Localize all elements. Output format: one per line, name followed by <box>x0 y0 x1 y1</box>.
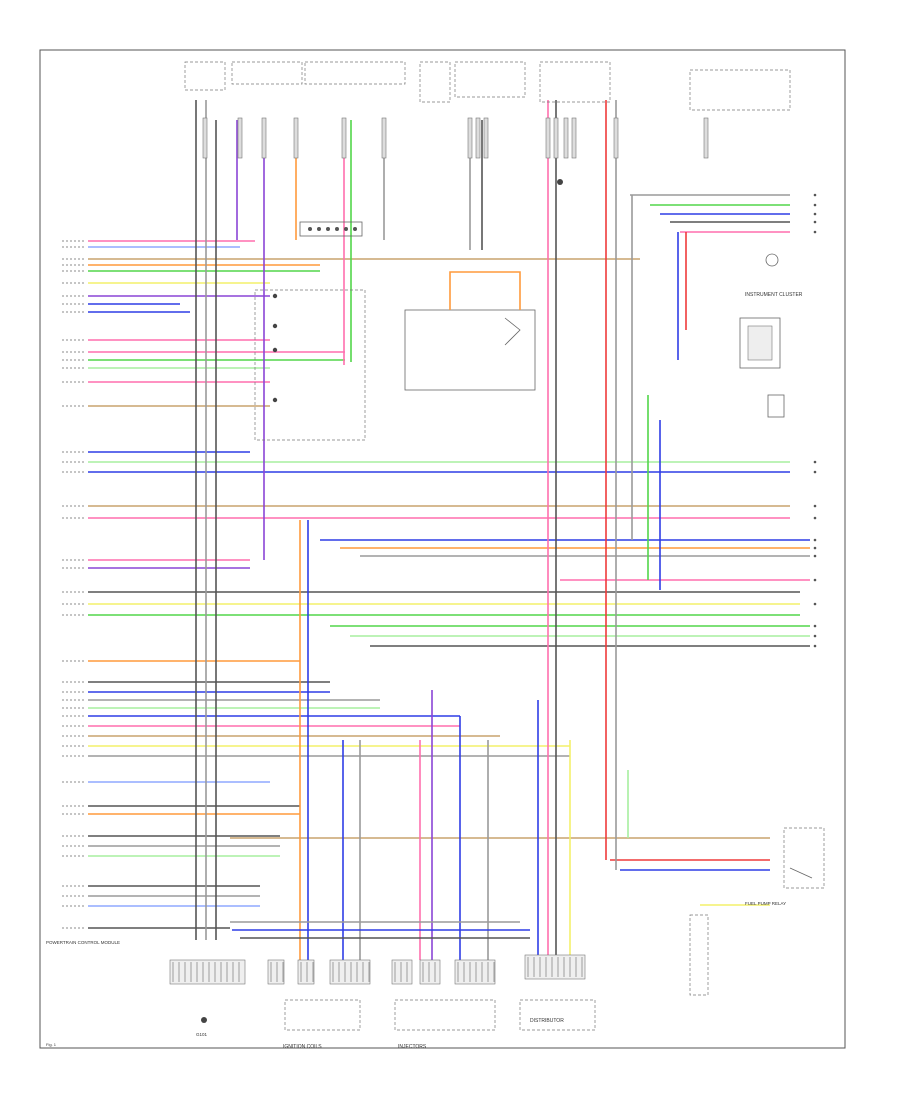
data-link-pin-3 <box>335 227 339 231</box>
top-component-6 <box>689 69 791 111</box>
right-pin-16 <box>813 644 817 648</box>
right-pin-2 <box>813 212 817 216</box>
ignition-coil-group <box>284 999 361 1031</box>
top-pin-10 <box>553 117 559 159</box>
label-distributor: DISTRIBUTOR <box>530 1018 564 1024</box>
top-component-0 <box>184 61 226 91</box>
top-component-3 <box>419 61 451 103</box>
right-pin-11 <box>813 554 817 558</box>
label-injectors: INJECTORS <box>398 1044 427 1050</box>
label-ground: G101 <box>196 1032 208 1037</box>
splice-dot-2 <box>272 347 278 353</box>
fuse-icon <box>765 253 779 267</box>
label-ecm: POWERTRAIN CONTROL MODULE <box>46 940 120 945</box>
bottom-connector-6 <box>454 959 496 985</box>
distributor-box <box>519 999 596 1031</box>
top-pin-5 <box>381 117 387 159</box>
label-footer: Fig. 1 <box>46 1042 57 1047</box>
sensor-right-box <box>767 394 785 418</box>
bottom-connector-7 <box>524 954 586 980</box>
right-pin-14 <box>813 624 817 628</box>
top-pin-8 <box>483 117 489 159</box>
right-pin-4 <box>813 230 817 234</box>
top-pin-1 <box>237 117 243 159</box>
data-link-connector <box>299 221 363 237</box>
right-pin-12 <box>813 578 817 582</box>
top-component-5 <box>539 61 611 103</box>
right-pin-15 <box>813 634 817 638</box>
right-pin-6 <box>813 470 817 474</box>
relay-switch-icon <box>504 317 521 346</box>
right-pin-3 <box>813 220 817 224</box>
top-pin-6 <box>467 117 473 159</box>
components <box>169 61 825 1031</box>
cluster-gauge-icon <box>747 325 773 361</box>
right-pin-13 <box>813 602 817 606</box>
wires-vertical <box>195 100 687 960</box>
top-pin-11 <box>563 117 569 159</box>
right-pin-8 <box>813 516 817 520</box>
right-pin-7 <box>813 504 817 508</box>
relay-feed-wire <box>449 271 521 310</box>
top-component-1 <box>231 61 303 85</box>
top-pin-4 <box>341 117 347 159</box>
bottom-connector-3 <box>329 959 371 985</box>
wires-right <box>230 194 810 871</box>
labels: INSTRUMENT CLUSTER IGNITION COILS INJECT… <box>46 292 803 1050</box>
ground-symbol <box>201 1017 207 1023</box>
relay-block <box>404 309 536 391</box>
data-link-pin-1 <box>317 227 321 231</box>
fuel-pump-relay-box <box>783 827 825 889</box>
top-pin-12 <box>571 117 577 159</box>
sensor-group-box <box>254 289 366 441</box>
relay-contact-icon <box>789 867 813 879</box>
label-instrument-cluster: INSTRUMENT CLUSTER <box>745 292 803 298</box>
injector-group <box>394 999 496 1031</box>
label-ignition-coils: IGNITION COILS <box>283 1044 322 1050</box>
splice-dot-0 <box>272 293 278 299</box>
bottom-connector-0 <box>169 959 246 985</box>
right-pin-1 <box>813 203 817 207</box>
right-pin-10 <box>813 546 817 550</box>
right-pin-0 <box>813 193 817 197</box>
top-pin-3 <box>293 117 299 159</box>
top-ground-symbol <box>557 179 563 185</box>
splice-dot-1 <box>272 323 278 329</box>
splice-dot-3 <box>272 397 278 403</box>
data-link-pin-5 <box>353 227 357 231</box>
bottom-connector-1 <box>267 959 285 985</box>
instrument-cluster-box <box>739 317 781 369</box>
data-link-pin-0 <box>308 227 312 231</box>
data-link-pin-4 <box>344 227 348 231</box>
right-pin-5 <box>813 460 817 464</box>
top-pin-7 <box>475 117 481 159</box>
label-fuel-pump-relay: FUEL PUMP RELAY <box>745 901 786 906</box>
top-pin-9 <box>545 117 551 159</box>
wires-left <box>62 240 800 929</box>
top-pin-2 <box>261 117 267 159</box>
top-component-4 <box>454 61 526 98</box>
top-pin-13 <box>613 117 619 159</box>
top-pin-0 <box>202 117 208 159</box>
ground-ref-box <box>689 914 709 996</box>
top-pin-14 <box>703 117 709 159</box>
right-pin-9 <box>813 538 817 542</box>
data-link-pin-2 <box>326 227 330 231</box>
bottom-connector-2 <box>297 959 315 985</box>
diagram-frame <box>39 49 846 1049</box>
top-component-2 <box>304 61 406 85</box>
